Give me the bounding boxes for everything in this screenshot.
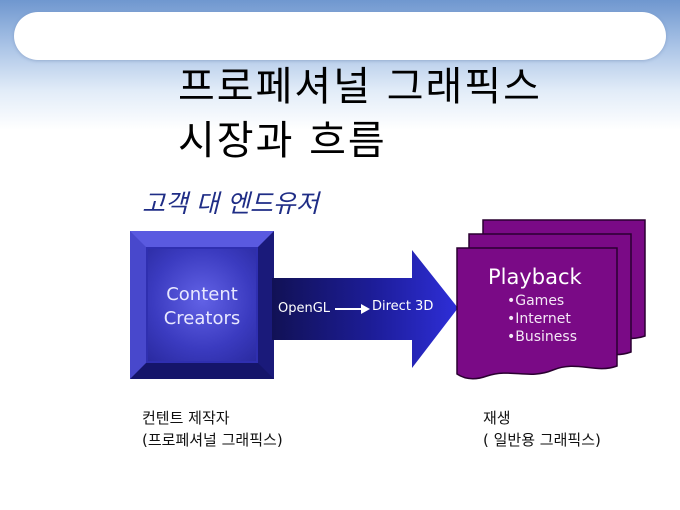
opengl-label: OpenGL (278, 301, 331, 316)
creator-bevel-frame (130, 231, 274, 379)
playback-pages-stack (456, 219, 646, 380)
creator-inner-panel (148, 249, 256, 361)
title-line-2: 시장과 흐름 (178, 118, 387, 164)
caption-right-line-2: ( 일반용 그래픽스) (483, 431, 601, 449)
playback-page-front (456, 247, 618, 380)
header-pill-bar (14, 12, 666, 60)
caption-left-line-1: 컨텐트 제작자 (142, 409, 230, 427)
direct3d-label: Direct 3D (372, 299, 434, 314)
opengl-to-direct3d-arrow-icon (335, 304, 370, 314)
creator-label: Content Creators (130, 283, 274, 331)
playback-list: •Games •Internet •Business (507, 292, 577, 346)
caption-playback: 재생 ( 일반용 그래픽스) (483, 407, 601, 451)
creator-label-line-2: Creators (163, 308, 241, 329)
caption-left-line-2: (프로페셔널 그래픽스) (142, 431, 283, 449)
creator-label-line-1: Content (166, 284, 238, 305)
caption-right-line-1: 재생 (483, 409, 511, 427)
caption-content-creators: 컨텐트 제작자 (프로페셔널 그래픽스) (142, 407, 283, 451)
playback-item-games: •Games (507, 293, 565, 309)
playback-item-business: •Business (507, 329, 577, 345)
title-line-1: 프로페셔널 그래픽스 (178, 64, 542, 110)
playback-item-internet: •Internet (507, 311, 571, 327)
slide-subtitle: 고객 대 엔드유저 (142, 189, 319, 218)
playback-title: Playback (488, 265, 582, 289)
slide-title: 프로페셔널 그래픽스 시장과 흐름 (178, 60, 542, 168)
content-creators-box: Content Creators (130, 231, 274, 379)
